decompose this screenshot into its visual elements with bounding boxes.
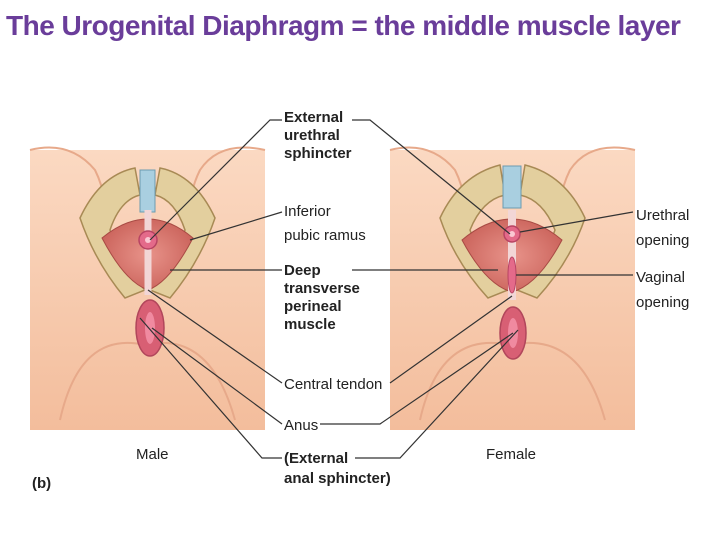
female-pubic-bone [439,164,510,299]
svg-text:Deep: Deep [284,262,321,279]
svg-text:Vaginal: Vaginal [636,269,685,286]
female-pubic-symphysis [502,165,522,209]
male-pelvis-illustration [29,146,266,430]
svg-text:transverse: transverse [284,280,360,297]
svg-text:perineal: perineal [284,298,342,315]
label-central-tendon: Central tendon [284,376,382,393]
svg-text:Inferior: Inferior [284,203,331,220]
label-inferior-pubic-ramus: Inferior pubic ramus [284,203,366,244]
label-external-anal-sphincter: (External anal sphincter) [284,450,391,487]
male-pubic-bone [79,167,147,299]
svg-text:anal sphincter): anal sphincter) [284,470,391,487]
label-anus: Anus [284,417,318,434]
label-vaginal-opening: Vaginal opening [636,269,689,311]
svg-text:sphincter: sphincter [284,145,352,162]
male-pubic-symphysis [139,169,156,213]
caption-female: Female [486,446,536,463]
label-deep-transverse-perineal-muscle: Deep transverse perineal muscle [284,262,360,333]
svg-text:opening: opening [636,232,689,249]
female-pelvis-illustration [389,146,636,430]
caption-male: Male [136,446,169,463]
leader-lines [139,119,634,459]
panel-letter: (b) [32,475,51,492]
label-external-urethral-sphincter: External urethral sphincter [284,109,352,162]
svg-text:urethral: urethral [284,127,340,144]
svg-text:pubic ramus: pubic ramus [284,227,366,244]
svg-text:External: External [284,109,343,126]
female-vaginal-opening [507,256,517,294]
svg-text:opening: opening [636,294,689,311]
page-title: The Urogenital Diaphragm = the middle mu… [6,10,681,41]
svg-text:muscle: muscle [284,316,336,333]
svg-text:(External: (External [284,450,348,467]
svg-text:Urethral: Urethral [636,207,689,224]
label-urethral-opening: Urethral opening [636,207,689,249]
